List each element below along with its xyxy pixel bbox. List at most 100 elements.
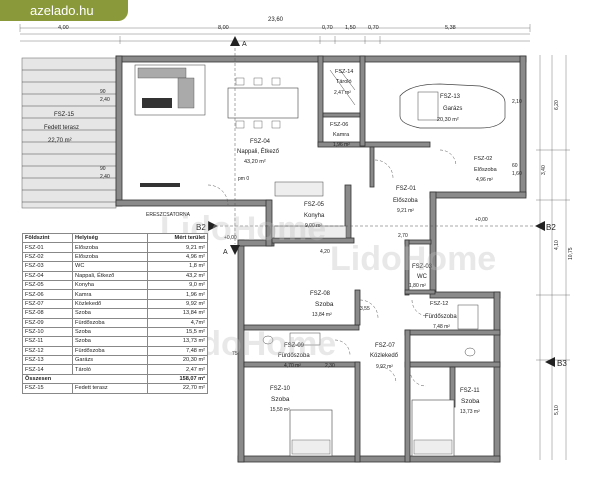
room-code-fsz15: FSZ-15 xyxy=(54,112,75,118)
cell-room: Garázs xyxy=(72,355,148,366)
site-badge[interactable]: azelado.hu xyxy=(0,0,128,21)
dim-note-7: 1,60 xyxy=(512,171,522,177)
dim-note-11: 3,55 xyxy=(360,306,370,312)
room-name-fsz14: Tároló xyxy=(336,79,352,85)
cell-code: FSZ-06 xyxy=(21,289,74,300)
cell-room: Fürdőszoba xyxy=(72,317,148,328)
room-name-fsz06: Kamra xyxy=(333,132,350,138)
room-code-fsz09: FSZ-09 xyxy=(284,343,305,349)
cell-code: FSZ-03 xyxy=(21,261,74,272)
cell-room: Közlekedő xyxy=(72,298,148,310)
room-area-fsz02: 4,96 m² xyxy=(476,177,493,183)
room-code-fsz07: FSZ-07 xyxy=(375,343,396,349)
dim-seg-6: 5,38 xyxy=(445,25,456,31)
room-code-fsz05: FSZ-05 xyxy=(304,202,325,208)
cell-area: 1,8 m² xyxy=(146,261,209,272)
side-dim-4: 4,10 xyxy=(554,240,560,250)
dim-seg-3: 0,70 xyxy=(322,25,333,31)
room-area-fsz04: 43,20 m² xyxy=(244,159,266,165)
total-value: 158,07 m² xyxy=(146,373,209,385)
cell-area: 15,5 m² xyxy=(146,326,209,338)
side-dim-3: 10,75 xyxy=(568,247,574,260)
level-zero-mark: pm 0 xyxy=(238,176,249,182)
gutter-label: ERESZCSATORNA xyxy=(146,212,191,218)
room-area-fsz14: 2,47 m² xyxy=(334,90,351,96)
terrace xyxy=(21,57,117,209)
room-code-fsz04: FSZ-04 xyxy=(250,139,271,145)
room-name-fsz07: Közlekedő xyxy=(370,353,399,359)
section-b2-right: B2 xyxy=(546,223,556,232)
dim-seg-2: 8,00 xyxy=(218,25,229,31)
room-code-fsz11: FSZ-11 xyxy=(460,388,480,394)
cell-room: Kamra xyxy=(72,289,148,300)
section-markers: A A B2 B2 B3 xyxy=(196,36,567,368)
room-area-fsz08: 13,84 m² xyxy=(312,312,332,318)
room-area-fsz13: 20,30 m² xyxy=(437,117,459,123)
dim-note-6: 60 xyxy=(512,163,518,169)
room-code-fsz06: FSZ-06 xyxy=(330,122,348,128)
room-code-fsz13: FSZ-13 xyxy=(440,94,461,100)
cell-room: Tároló xyxy=(72,364,148,375)
cell-area: 13,73 m² xyxy=(146,336,209,347)
dim-note-2: 2,40 xyxy=(100,97,110,103)
room-code-fsz14: FSZ-14 xyxy=(335,69,353,75)
cell-code: FSZ-10 xyxy=(21,326,74,338)
room-name-fsz11: Szoba xyxy=(461,398,480,405)
cell-code: FSZ-08 xyxy=(21,308,74,319)
section-a-bottom: A xyxy=(223,249,228,256)
room-area-fsz10: 15,50 m² xyxy=(270,407,290,413)
dim-seg-5: 0,70 xyxy=(368,25,379,31)
cell-room: Fürdőszoba xyxy=(72,345,148,357)
room-name-fsz02: Előszoba xyxy=(474,167,498,173)
room-name-fsz01: Előszoba xyxy=(393,198,418,204)
total-width: 23,60 xyxy=(268,17,284,23)
cell-area: 1,96 m² xyxy=(146,289,209,300)
dim-note-3: 90 xyxy=(100,166,106,172)
misc-annotations: ERESZCSATORNA +0,00 +0,00 pm 0 90 2,40 9… xyxy=(100,89,522,369)
room-area-fsz15: 22,70 m² xyxy=(48,138,72,144)
cell-area: 9,0 m² xyxy=(146,279,209,291)
cell-room: Szoba xyxy=(72,336,148,347)
side-dim-5: 5,10 xyxy=(554,405,560,415)
header-area: Mért terület xyxy=(146,232,209,244)
cell-room: Előszoba xyxy=(72,242,148,253)
cell-code: FSZ-01 xyxy=(21,242,74,253)
dim-note-12: 2,30 xyxy=(325,363,335,369)
dim-note-4: 2,40 xyxy=(100,174,110,180)
total-label: Összesen xyxy=(22,373,148,385)
dim-seg-1: 4,00 xyxy=(58,25,69,31)
level-mark-2: +0,00 xyxy=(224,235,237,241)
room-name-fsz10: Szoba xyxy=(271,396,290,403)
room-code-fsz02: FSZ-02 xyxy=(474,156,492,162)
dim-note-9: 4,20 xyxy=(320,249,330,255)
dim-note-8: 75 xyxy=(232,351,238,357)
cell-area: 9,21 m² xyxy=(146,242,209,253)
cell-room: Nappali, Étkező xyxy=(72,270,148,281)
room-area-fsz11: 13,73 m² xyxy=(460,409,480,415)
room-name-fsz08: Szoba xyxy=(315,301,334,308)
cell-room: Előszoba xyxy=(72,251,148,263)
cell-room: Konyha xyxy=(72,279,148,291)
cell-code: FSZ-02 xyxy=(21,251,74,263)
furniture xyxy=(134,64,506,457)
dim-note-10: 2,70 xyxy=(398,233,408,239)
room-name-fsz05: Konyha xyxy=(304,213,325,219)
area-table-header: Földszint Helyiség Mért terület xyxy=(21,232,209,244)
room-name-fsz03: WC xyxy=(417,274,428,280)
room-code-fsz03: FSZ-03 xyxy=(412,264,433,270)
cell-code: FSZ-11 xyxy=(21,336,74,347)
room-area-fsz06: 1,96 m² xyxy=(333,142,350,148)
room-area-fsz01: 9,21 m² xyxy=(397,208,414,214)
